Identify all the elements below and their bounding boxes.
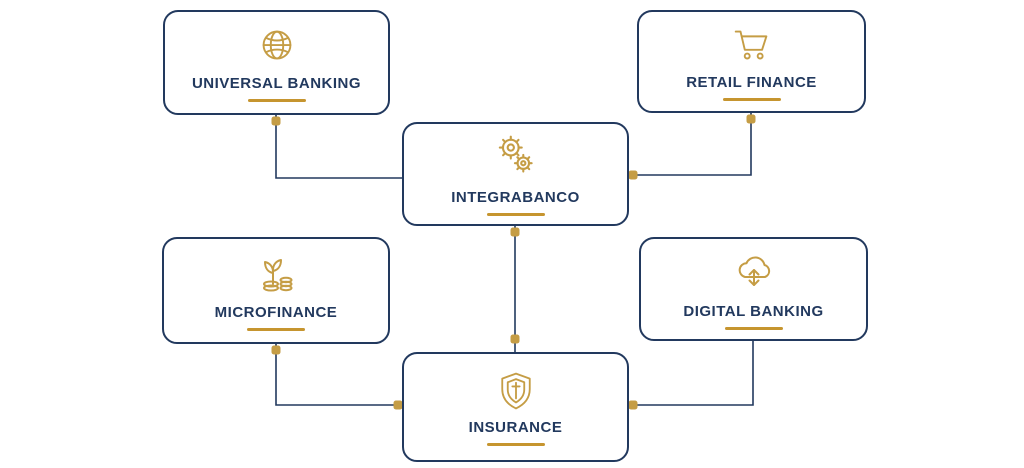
label-underline	[486, 442, 545, 446]
connector-dot	[271, 345, 281, 355]
connector-dot	[510, 334, 520, 344]
node-label: UNIVERSAL BANKING	[191, 75, 362, 92]
node-digital-banking: DIGITAL BANKING	[639, 237, 868, 341]
label-underline	[486, 212, 545, 216]
connector-universal-integra	[275, 115, 402, 179]
connector-retail-integra	[629, 113, 752, 176]
node-insurance: INSURANCE	[402, 352, 629, 462]
connector-dot	[628, 170, 638, 180]
cloud-arrows-icon	[730, 249, 778, 297]
shopping-cart-icon	[729, 22, 775, 68]
node-label: INTEGRABANCO	[451, 188, 580, 206]
plant-coins-icon	[252, 250, 300, 298]
connector-dot	[393, 400, 403, 410]
label-underline	[724, 326, 783, 330]
connector-dot	[628, 400, 638, 410]
label-underline	[722, 98, 781, 101]
node-integrabanco: INTEGRABANCO	[402, 122, 629, 226]
label-underline	[247, 328, 305, 331]
node-microfinance: MICROFINANCE	[162, 237, 390, 344]
connector-dot	[746, 114, 756, 124]
connector-dot	[271, 116, 281, 126]
node-universal-banking: UNIVERSAL BANKING	[163, 10, 390, 115]
shield-icon	[494, 369, 538, 413]
node-label: RETAIL FINANCE	[686, 74, 817, 91]
node-label: DIGITAL BANKING	[683, 302, 824, 320]
gears-icon	[491, 133, 541, 183]
node-label: INSURANCE	[468, 418, 563, 436]
label-underline	[247, 99, 306, 102]
node-label: MICROFINANCE	[214, 304, 338, 321]
connector-dot	[510, 227, 520, 237]
connector-micro-insurance	[275, 344, 402, 406]
connector-digital-insurance	[629, 341, 754, 406]
globe-icon	[254, 23, 300, 69]
node-retail-finance: RETAIL FINANCE	[637, 10, 866, 113]
